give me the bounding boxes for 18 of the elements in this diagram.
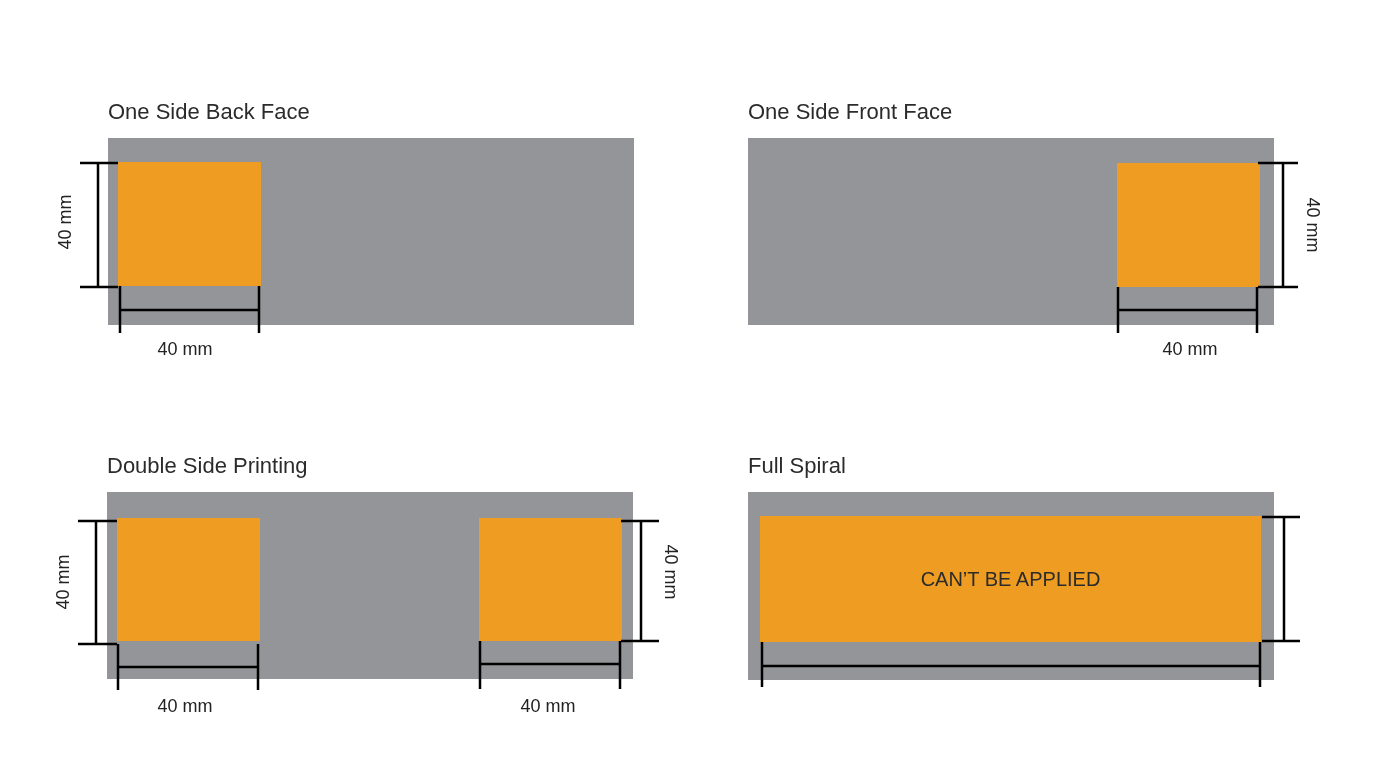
- print-area-box: [760, 516, 1261, 642]
- dimension-label: 40 mm: [1301, 197, 1323, 253]
- dimension-label: 40 mm: [659, 544, 681, 600]
- dimension-label: 40 mm: [157, 338, 213, 360]
- area-note: CAN’T BE APPLIED: [920, 567, 1101, 591]
- print-area: [117, 518, 260, 641]
- panel-title: One Side Front Face: [748, 98, 954, 126]
- dimension-label: 40 mm: [54, 194, 76, 250]
- panel-title: One Side Back Face: [108, 98, 311, 126]
- print-area: [118, 162, 261, 286]
- dimension-label: 40 mm: [520, 695, 576, 717]
- panel-title: Double Side Printing: [107, 452, 309, 480]
- print-area: [1117, 163, 1260, 287]
- dimension-label: 40 mm: [52, 554, 74, 610]
- dimension-label: 40 mm: [157, 695, 213, 717]
- panel-title: Full Spiral: [748, 452, 847, 480]
- print-area: [479, 518, 622, 641]
- dimension-label: 40 mm: [1162, 338, 1218, 360]
